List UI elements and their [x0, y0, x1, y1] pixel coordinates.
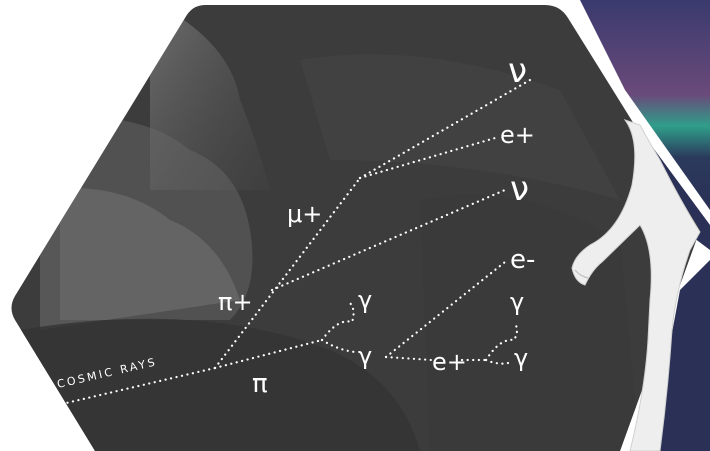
- label-gamma-lower-right: γ: [514, 344, 528, 372]
- label-pi-neutral: π: [252, 369, 268, 399]
- gamma-upper-right-track: [484, 320, 519, 362]
- hand-illustration: [571, 119, 701, 451]
- label-nu-top: ν: [508, 51, 527, 91]
- label-eplus-top: e+: [500, 121, 535, 149]
- particle-tracks: [60, 78, 532, 406]
- label-gamma-upper-left: γ: [358, 286, 372, 314]
- positron-track: [384, 355, 434, 362]
- muon-to-positron-track: [358, 136, 497, 180]
- neutral-pion-track: [213, 338, 324, 370]
- pion-plus-track: [213, 176, 362, 370]
- label-gamma-lower-left: γ: [358, 342, 372, 370]
- cosmic-ray-track: [60, 366, 217, 406]
- label-gamma-upper-right: γ: [510, 288, 524, 316]
- label-eplus-bottom: e+: [432, 348, 467, 376]
- muon-to-neutrino-track: [358, 78, 532, 180]
- label-nu-mid: ν: [510, 169, 529, 209]
- label-muon-plus: μ+: [287, 200, 322, 228]
- label-pi-plus: π+: [218, 288, 253, 316]
- label-eminus: e-: [510, 245, 535, 275]
